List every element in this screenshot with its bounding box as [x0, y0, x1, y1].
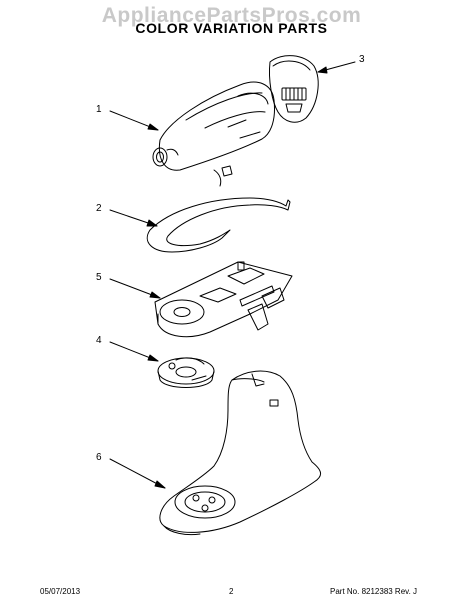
part-5-base-plate [154, 261, 293, 338]
leader-arrow-5 [149, 291, 161, 299]
footer-page-number: 2 [229, 587, 234, 596]
callout-5: 5 [96, 272, 102, 283]
callout-1: 1 [96, 104, 102, 115]
footer-date: 05/07/2013 [40, 587, 81, 596]
leader-arrow-3 [317, 66, 328, 74]
part-1-motor-housing [152, 81, 275, 177]
leader-lines [109, 61, 356, 489]
watermark: AppliancePartsPros.com [101, 4, 362, 27]
part-2-trim-band [146, 169, 291, 253]
leader-arrow-4 [147, 354, 159, 362]
callout-6: 6 [96, 452, 102, 463]
leader-arrow-1 [147, 123, 159, 131]
leader-arrow-6 [154, 480, 166, 489]
footer-part-number: Part No. 8212383 Rev. J [330, 587, 418, 596]
callout-3: 3 [359, 54, 365, 65]
callout-2: 2 [96, 203, 102, 214]
part-3-rear-cover [269, 55, 319, 123]
part-4-hub-cover [157, 357, 215, 388]
leader-arrow-2 [146, 219, 158, 227]
part-6-pedestal [159, 370, 321, 536]
page-title: COLOR VARIATION PARTS [135, 20, 328, 36]
callout-4: 4 [96, 335, 102, 346]
